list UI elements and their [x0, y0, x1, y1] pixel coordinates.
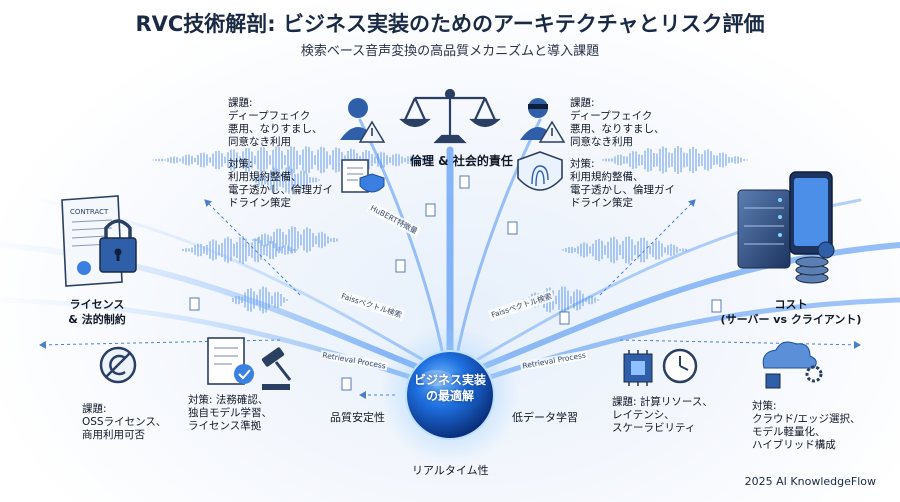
clock-icon [662, 348, 698, 384]
ethics-left-issue: 課題: ディープフェイク 悪用、なりすまし、 同意なき利用 [228, 97, 323, 149]
floating-documents [189, 175, 722, 391]
license-measure: 対策: 法務確認、 独自モデル学習、 ライセンス準拠 [188, 394, 272, 433]
no-copyright-icon [99, 346, 137, 384]
ethics-right-measure-head: 対策: [570, 158, 595, 170]
cost-label-line: (サーバー vs クライアント) [720, 313, 862, 326]
scale-icon [399, 88, 501, 144]
license-issue-line: 商用利用可否 [82, 429, 145, 441]
license-label-line: & 法的制約 [68, 313, 126, 326]
license-issue: 課題: OSSライセンス、 商用利用可否 [82, 403, 166, 442]
license-issue-head: 課題: [82, 403, 107, 415]
ethics-left-issue-line: 同意なき利用 [228, 136, 291, 148]
cost-issue-line: スケーラビリティ [612, 422, 696, 434]
license-measure-line: 独自モデル学習、 [188, 407, 272, 419]
cost-label: コスト (サーバー vs クライアント) [706, 297, 876, 327]
license-measure-line: 対策: 法務確認、 [188, 394, 269, 406]
guide-arrows [39, 199, 861, 399]
padlock-icon [99, 219, 137, 273]
page-title: RVC技術解剖: ビジネス実装のためのアーキテクチャとリスク評価 [135, 12, 765, 36]
cost-measure-head: 対策: [752, 400, 777, 412]
fingerprint-shield-icon [517, 151, 563, 191]
ethics-right-measure-line: 利用規約整備、 [570, 171, 644, 183]
cost-measure-line: クラウド/エッジ選択、 [752, 413, 861, 425]
ethics-right-measure-line: ドライン策定 [570, 197, 633, 209]
contract-heading: CONTRACT [70, 208, 109, 216]
page-subtitle: 検索ベース音声変換の高品質メカニズムと導入課題 [300, 44, 600, 59]
ethics-right-measure: 対策: 利用規約整備、 電子透かし、倫理ガイ ドライン策定 [570, 158, 675, 210]
document-shield-icon [341, 159, 385, 193]
cost-issue-line: レイテンシ、 [612, 409, 675, 421]
sphere-icon [405, 350, 495, 440]
gavel-icon [261, 347, 292, 390]
center-label-line: の最適解 [425, 389, 474, 403]
license-measure-line: ライセンス準拠 [188, 420, 262, 432]
ethics-right-issue: 課題: ディープフェイク 悪用、なりすまし、 同意なき利用 [570, 97, 665, 149]
ethics-right-issue-line: ディープフェイク [570, 110, 653, 122]
center-label-line: ビジネス実装 [413, 373, 486, 387]
ethics-right-measure-line: 電子透かし、倫理ガイ [570, 184, 675, 196]
coins-icon [795, 241, 835, 284]
ethics-left-measure: 対策: 利用規約整備、 電子透かし、倫理ガイ ドライン策定 [228, 158, 333, 210]
ethics-left-measure-line: 利用規約整備、 [228, 171, 302, 183]
ethics-left-measure-line: ドライン策定 [228, 197, 291, 209]
center-label: ビジネス実装 の最適解 [408, 372, 492, 404]
cost-issue-line: 課題: 計算リソース、 [612, 396, 713, 408]
ethics-right-issue-head: 課題: [570, 97, 595, 109]
cost-issue: 課題: 計算リソース、 レイテンシ、 スケーラビリティ [612, 396, 713, 435]
cost-label-line: コスト [774, 298, 808, 311]
ethics-left-measure-line: 電子透かし、倫理ガイ [228, 184, 333, 196]
ethics-left-issue-line: ディープフェイク [228, 110, 311, 122]
benefit-realtime: リアルタイム性 [412, 464, 489, 477]
footer-credit: 2025 AI KnowledgeFlow [744, 475, 876, 488]
license-issue-line: OSSライセンス、 [82, 416, 167, 428]
ethics-left-issue-head: 課題: [228, 97, 253, 109]
ethics-left-measure-head: 対策: [228, 158, 253, 170]
checklist-icon [207, 337, 254, 385]
ethics-right-issue-line: 同意なき利用 [570, 136, 633, 148]
ethics-right-issue-line: 悪用、なりすまし、 [570, 123, 665, 135]
phone-icon [789, 171, 833, 255]
cloud-gear-icon [762, 341, 823, 389]
license-label-line: ライセンス [69, 298, 125, 311]
cost-measure-line: モデル軽量化、 [752, 426, 826, 438]
server-icon [737, 189, 791, 269]
user-warning-icon [340, 98, 386, 143]
benefit-quality: 品質安定性 [330, 411, 385, 424]
hacker-warning-icon [520, 98, 566, 143]
cost-measure-line: ハイブリッド構成 [752, 439, 836, 451]
chip-icon [623, 350, 653, 386]
license-label: ライセンス & 法的制約 [52, 297, 142, 327]
cost-measure: 対策: クラウド/エッジ選択、 モデル軽量化、 ハイブリッド構成 [752, 400, 861, 452]
ethics-left-issue-line: 悪用、なりすまし、 [228, 123, 323, 135]
benefit-lowdata: 低データ学習 [512, 411, 578, 424]
ethics-label: 倫理 & 社会的責任 [410, 154, 513, 168]
